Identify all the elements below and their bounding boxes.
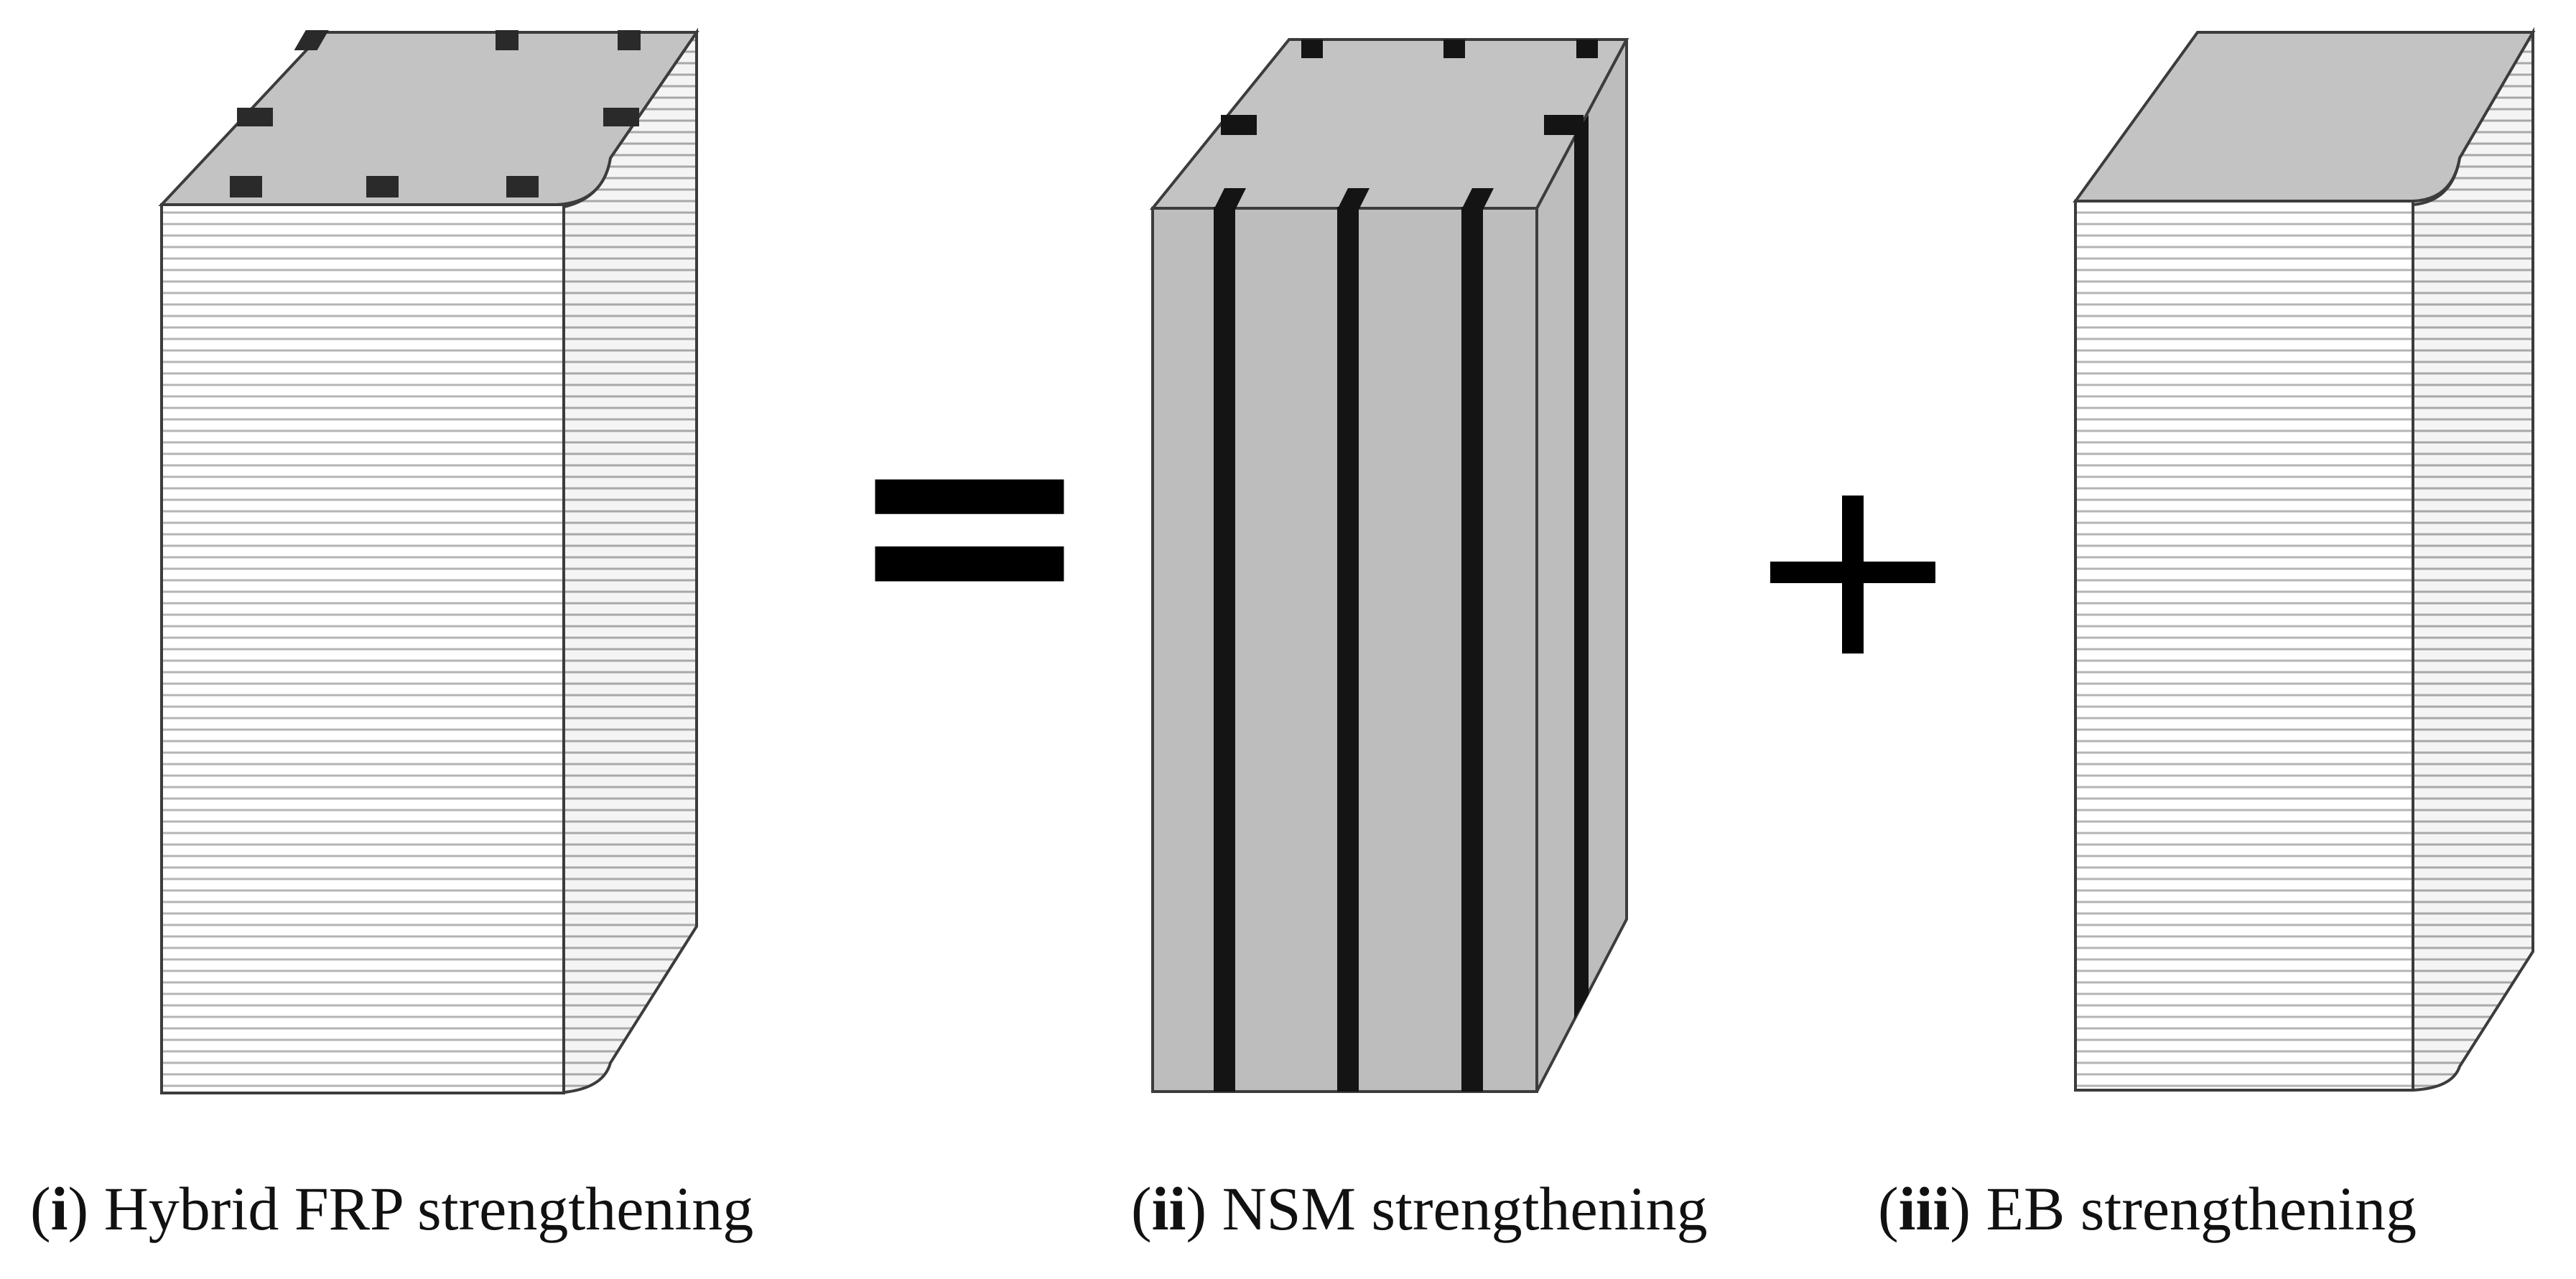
nsm-column-side-strip (1574, 115, 1589, 1020)
hybrid-column-front-face (160, 203, 565, 1094)
equals-sign: = (843, 345, 1096, 697)
hybrid-column-top-face (158, 31, 699, 206)
plus-sign (1770, 496, 1935, 654)
nsm-column (1149, 38, 1629, 1093)
eb-column-side-face (2412, 27, 2534, 1092)
svg-text:=: = (843, 345, 1096, 697)
nsm-column-top-face (1149, 38, 1629, 210)
eb-column-top-face (2073, 31, 2536, 203)
hybrid-column (158, 27, 699, 1095)
nsm-column-top-strip-ends (1214, 39, 1598, 210)
caption-nsm: (ii) NSM strengthening (1131, 1174, 1708, 1243)
caption-hybrid: (i) Hybrid FRP strengthening (30, 1174, 754, 1243)
eb-column-front-face (2074, 200, 2414, 1092)
eb-column (2073, 27, 2536, 1092)
hybrid-column-strip-ends (230, 30, 641, 197)
caption-eb: (iii) EB strengthening (1878, 1174, 2417, 1243)
nsm-column-front-strips (1214, 207, 1483, 1092)
